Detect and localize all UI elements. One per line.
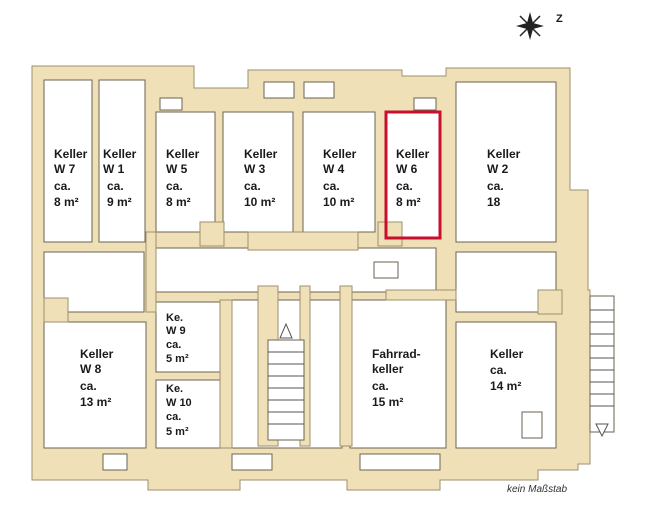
room-label-line: W 8 [80,362,102,376]
room-label-line: Keller [490,347,524,361]
room-label-line: 8 m² [166,195,191,209]
chimney [537,289,563,315]
room-label-fahrradkeller: Fahrrad- keller ca. 15 m² [372,347,421,409]
shaft [521,411,543,439]
room-label-line: Keller [80,347,114,361]
room-label-keller-14: Keller ca. 14 m² [490,347,524,393]
chimney [377,221,403,247]
stair-arrow-icon [595,423,609,438]
room-label-line: 9 m² [107,195,132,209]
room-label-line: Keller [396,147,430,161]
room-label-w1: Keller W 1 ca. 9 m² [103,147,137,209]
room-label-w4: Keller W 4 ca. 10 m² [323,147,357,209]
room-label-w9: Ke. W 9 ca. 5 m² [166,312,189,365]
room-label-line: 10 m² [244,195,275,209]
room-label-line: W 6 [396,162,418,176]
room-label-line: 5 m² [166,426,189,438]
room-w1 [98,79,146,243]
room-w8 [43,321,147,449]
wall-segment [247,231,359,251]
room-w7 [43,79,93,243]
room-fahrradkeller [349,299,447,449]
room-label-line: W 5 [166,162,188,176]
wall-segment [385,289,457,301]
window [102,453,128,471]
room-label-line: W 1 [103,162,125,176]
room-label-line: ca. [244,179,261,193]
room-label-line: Keller [487,147,521,161]
chimney [199,221,225,247]
shaft [373,261,399,279]
window [303,81,335,99]
room-label-w8: Keller W 8 ca. 13 m² [80,347,114,409]
room-label-line: 14 m² [490,379,521,393]
room-label-line: Ke. [166,312,183,324]
room-label-w5: Keller W 5 ca. 8 m² [166,147,200,209]
room-label-line: Keller [166,147,200,161]
room-label-line: W 2 [487,162,509,176]
room-label-line: 10 m² [323,195,354,209]
room-label-w6: Keller W 6 ca. 8 m² [396,147,430,209]
room-label-w7: Keller W 7 ca. 8 m² [54,147,88,209]
chimney [43,297,69,323]
room-label-line: ca. [396,179,413,193]
room-label-line: keller [372,362,404,376]
window [159,97,183,111]
room-label-line: ca. [80,379,97,393]
room-label-line: W 10 [166,397,192,409]
stair-steps [267,322,305,441]
compass-letter: Z [556,13,563,25]
room-label-line: ca. [54,179,71,193]
room-label-w2: Keller W 2 ca. 18 [487,147,521,209]
room-label-line: W 4 [323,162,345,176]
window [263,81,295,99]
room-label-line: W 9 [166,325,186,337]
room-w10 [155,379,223,449]
window [413,97,437,111]
room-label-line: ca. [372,379,389,393]
room-label-line: 8 m² [54,195,79,209]
scale-note: kein Maßstab [507,484,567,495]
room-label-line: ca. [166,179,183,193]
room-label-line: Keller [54,147,88,161]
room-label-line: Fahrrad- [372,347,421,361]
room-label-w3: Keller W 3 ca. 10 m² [244,147,278,209]
room-label-line: ca. [166,339,181,351]
room-label-line: ca. [107,179,124,193]
room-w2 [455,81,557,243]
window [231,453,273,471]
room-label-line: W 7 [54,162,76,176]
stairs-right [589,295,615,433]
wall-segment [145,231,157,313]
room-w4 [302,111,376,233]
room-label-line: W 3 [244,162,266,176]
room-label-line: ca. [490,363,507,377]
room-label-line: Keller [244,147,278,161]
room-label-w10: Ke. W 10 ca. 5 m² [166,383,192,438]
highlight-w6 [384,110,442,240]
room-label-line: ca. [487,179,504,193]
room-label-line: 13 m² [80,395,111,409]
room-label-line: 5 m² [166,353,189,365]
stair-steps-right [590,309,614,438]
room-label-line: 8 m² [396,195,421,209]
room-w5 [155,111,216,233]
room-label-line: Keller [103,147,137,161]
room-w6 [385,111,441,238]
window [359,453,441,471]
room-label-line: 15 m² [372,395,403,409]
room-label-line: ca. [323,179,340,193]
room-label-line: 18 [487,195,501,209]
wall-segment [339,285,353,447]
stair-arrow-icon [279,322,293,339]
compass-star-icon [516,12,544,40]
room-label-line: Ke. [166,383,183,395]
room-label-line: ca. [166,411,181,423]
wall-segment [219,299,233,449]
room-label-line: Keller [323,147,357,161]
